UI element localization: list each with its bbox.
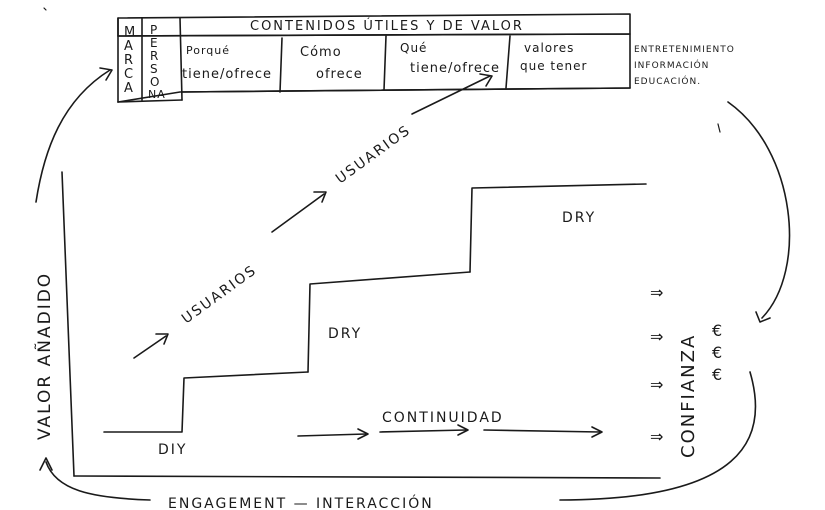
cycle-arrowhead-bottom bbox=[39, 457, 53, 471]
stair-label-dry-1: DRY bbox=[328, 326, 362, 342]
cell-valores-line1: valores bbox=[524, 41, 574, 55]
cell-porque-line1: Porqué bbox=[186, 44, 230, 57]
continuity-arrowhead-2 bbox=[457, 424, 469, 436]
persona-letter-5: O bbox=[150, 75, 160, 89]
confianza-label: CONFIANZA bbox=[678, 334, 699, 458]
users-arrow-3 bbox=[411, 75, 491, 115]
persona-letter-6: NA bbox=[148, 88, 166, 101]
confianza-arrow-3: ⇒ bbox=[650, 375, 664, 394]
cycle-arrowhead-left bbox=[99, 67, 113, 81]
header-title: CONTENIDOS ÚTILES Y DE VALOR bbox=[250, 18, 524, 34]
side-note-line3: EDUCACIÓN. bbox=[634, 75, 701, 87]
cycle-arc-bottom-left bbox=[45, 461, 151, 501]
confianza-arrow-4: ⇒ bbox=[650, 427, 664, 446]
continuity-arrow-2 bbox=[379, 429, 467, 433]
cell-como-line1: Cómo bbox=[300, 45, 342, 60]
stair-step-2 bbox=[307, 271, 471, 373]
y-axis-label: VALOR AÑADIDO bbox=[33, 272, 55, 440]
stray-mark-2 bbox=[43, 7, 47, 11]
bottom-engagement-label: ENGAGEMENT — INTERACCIÓN bbox=[168, 494, 434, 510]
cycle-arc-left bbox=[35, 69, 111, 203]
users-arrowhead-2 bbox=[313, 191, 327, 203]
cycle-arc-bottom bbox=[559, 371, 757, 501]
stray-mark-1 bbox=[717, 123, 721, 133]
confianza-block: ⇒ ⇒ ⇒ ⇒ CONFIANZA € € € bbox=[650, 283, 723, 458]
marca-letter-2: A bbox=[124, 39, 134, 54]
users-path: USUARIOS USUARIOS bbox=[133, 73, 493, 359]
confianza-arrow-1: ⇒ bbox=[650, 283, 664, 302]
persona-bottom-border bbox=[117, 99, 183, 103]
cell-bottom-line bbox=[181, 87, 631, 93]
cycle-arrows: ENGAGEMENT — INTERACCIÓN bbox=[35, 67, 791, 510]
continuity-arrowhead-1 bbox=[357, 428, 369, 440]
cell-que-line2: tiene/ofrece bbox=[410, 61, 500, 76]
euro-symbol-1: € bbox=[712, 321, 723, 340]
stair-step-3 bbox=[469, 183, 647, 273]
y-axis-line bbox=[61, 171, 75, 477]
cell-valores-line2: que tener bbox=[520, 59, 587, 73]
stairs: DIY DRY DRY bbox=[103, 183, 647, 458]
x-axis-line bbox=[73, 475, 661, 479]
axes: VALOR AÑADIDO bbox=[33, 171, 661, 479]
marca-letter-5: A bbox=[124, 81, 134, 96]
marca-letter-1: M bbox=[124, 25, 136, 40]
persona-right-border bbox=[179, 17, 183, 101]
cell-porque-line2: tiene/ofrece bbox=[182, 67, 272, 82]
marca-letter-3: R bbox=[124, 53, 134, 68]
side-note-line2: INFORMACIÓN bbox=[634, 59, 709, 71]
euro-symbol-2: € bbox=[712, 343, 723, 362]
persona-letter-3: R bbox=[150, 49, 159, 63]
cell-divider-2 bbox=[383, 35, 387, 91]
continuity-arrow-3 bbox=[483, 429, 601, 433]
cell-divider-3 bbox=[505, 35, 511, 89]
users-arrowhead-1 bbox=[155, 333, 169, 345]
cycle-arc-right bbox=[727, 101, 791, 319]
users-label-upper: USUARIOS bbox=[333, 122, 414, 187]
confianza-arrow-2: ⇒ bbox=[650, 327, 664, 346]
stair-label-dry-2: DRY bbox=[562, 210, 596, 226]
persona-letter-1: P bbox=[150, 23, 158, 37]
cycle-arrowhead-right bbox=[755, 311, 771, 323]
continuity-label: CONTINUIDAD bbox=[382, 410, 504, 426]
persona-letter-4: S bbox=[150, 62, 159, 76]
stair-label-diy: DIY bbox=[158, 442, 187, 458]
continuity-arrowhead-3 bbox=[591, 426, 603, 438]
cell-que-line1: Qué bbox=[400, 41, 427, 55]
header-table: CONTENIDOS ÚTILES Y DE VALOR M A R C A P… bbox=[117, 13, 735, 103]
users-arrow-1 bbox=[133, 335, 167, 359]
users-arrow-2 bbox=[271, 193, 325, 233]
marca-letter-4: C bbox=[124, 67, 134, 82]
side-note-line1: ENTRETENIMIENTO bbox=[634, 45, 735, 55]
stair-step-1 bbox=[103, 371, 309, 433]
cell-como-line2: ofrece bbox=[316, 67, 363, 82]
euro-symbol-3: € bbox=[712, 365, 723, 384]
continuity: CONTINUIDAD bbox=[297, 410, 603, 440]
cell-divider-1 bbox=[279, 37, 283, 93]
users-label-lower: USUARIOS bbox=[179, 262, 260, 327]
persona-letter-2: E bbox=[150, 36, 159, 50]
continuity-arrow-1 bbox=[297, 433, 367, 437]
users-arrowhead-3 bbox=[479, 73, 493, 87]
